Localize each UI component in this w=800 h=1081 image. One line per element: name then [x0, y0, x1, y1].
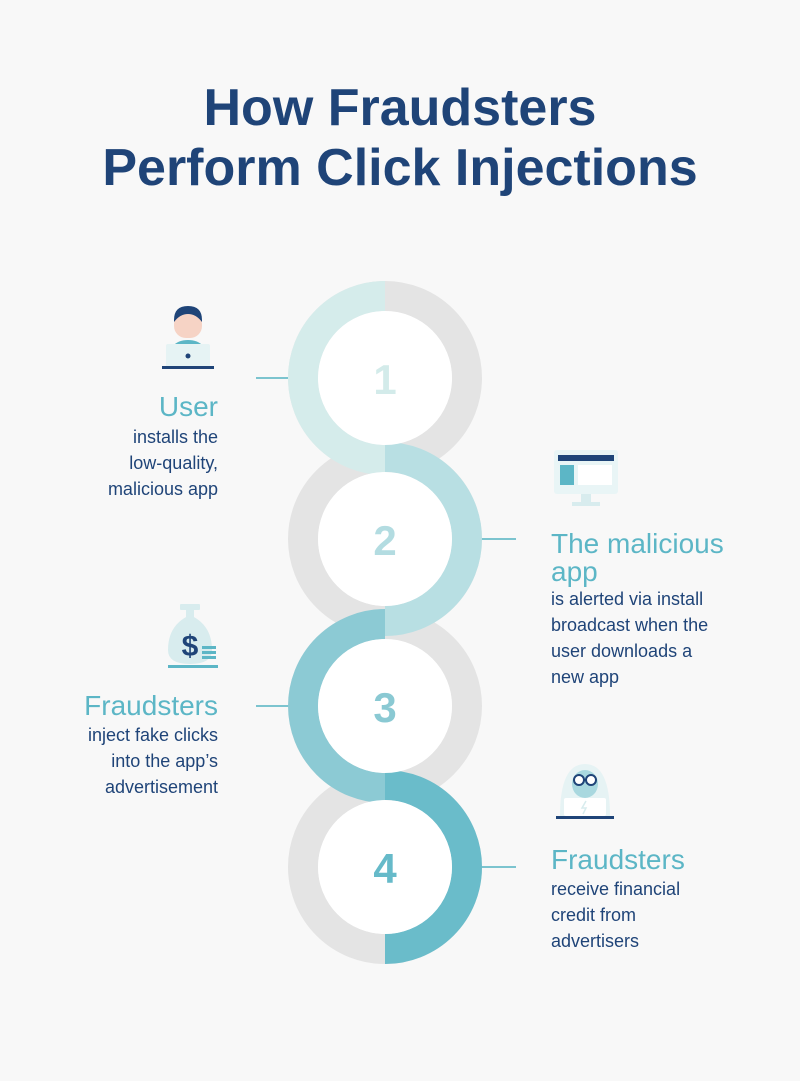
- ring-highlight-2: [384, 442, 482, 636]
- step-3-line: into the app’s: [111, 751, 218, 771]
- step-3-line: inject fake clicks: [87, 725, 218, 745]
- hacker-icon: [556, 764, 614, 819]
- page-title: How Fraudsters Perform Click Injections: [0, 78, 800, 198]
- step-3-heading: Fraudsters: [84, 690, 218, 721]
- step-4-description: receive financial credit from advertiser…: [551, 876, 791, 954]
- step-2-line: is alerted via install: [551, 589, 704, 609]
- step-2-description: is alerted via install broadcast when th…: [551, 586, 791, 690]
- step-4-heading: Fraudsters: [551, 844, 685, 875]
- step-2-line: new app: [551, 667, 620, 687]
- step-2-line: user downloads a: [551, 641, 693, 661]
- step-2-heading-line: app: [551, 556, 598, 587]
- step-1-line: malicious app: [107, 479, 218, 499]
- user-laptop-icon: [162, 306, 214, 369]
- step-number-4: 4: [373, 845, 397, 892]
- step-2-heading: The malicious app: [551, 530, 791, 586]
- step-4-line: credit from: [551, 905, 637, 925]
- money-bag-icon: $: [168, 604, 218, 668]
- step-1-line: installs the: [132, 427, 218, 447]
- ring-center-2: [318, 472, 452, 606]
- title-line-2: Perform Click Injections: [102, 139, 698, 197]
- step-3-description: inject fake clicks into the app’s advert…: [30, 722, 218, 800]
- ring-highlight-3: [288, 609, 386, 803]
- ring-highlight-4: [384, 770, 482, 964]
- ring-center-3: [318, 639, 452, 773]
- step-2-heading-line: The malicious: [551, 528, 724, 559]
- step-number-2: 2: [373, 517, 396, 564]
- step-number-3: 3: [373, 684, 396, 731]
- ring-center-1: [318, 311, 452, 445]
- step-1-heading: User: [158, 391, 218, 422]
- ring-highlight-1: [288, 281, 386, 475]
- step-4-line: advertisers: [551, 931, 640, 951]
- title-line-1: How Fraudsters: [203, 79, 597, 137]
- step-1-line: low-quality,: [129, 453, 218, 473]
- svg-text:$: $: [182, 630, 199, 663]
- step-number-1: 1: [373, 356, 396, 403]
- ring-center-4: [318, 800, 452, 934]
- step-4-line: receive financial: [551, 879, 681, 899]
- monitor-icon: [554, 450, 618, 506]
- step-1-description: installs the low-quality, malicious app: [30, 424, 218, 502]
- step-3-line: advertisement: [104, 777, 218, 797]
- step-2-line: broadcast when the: [551, 615, 709, 635]
